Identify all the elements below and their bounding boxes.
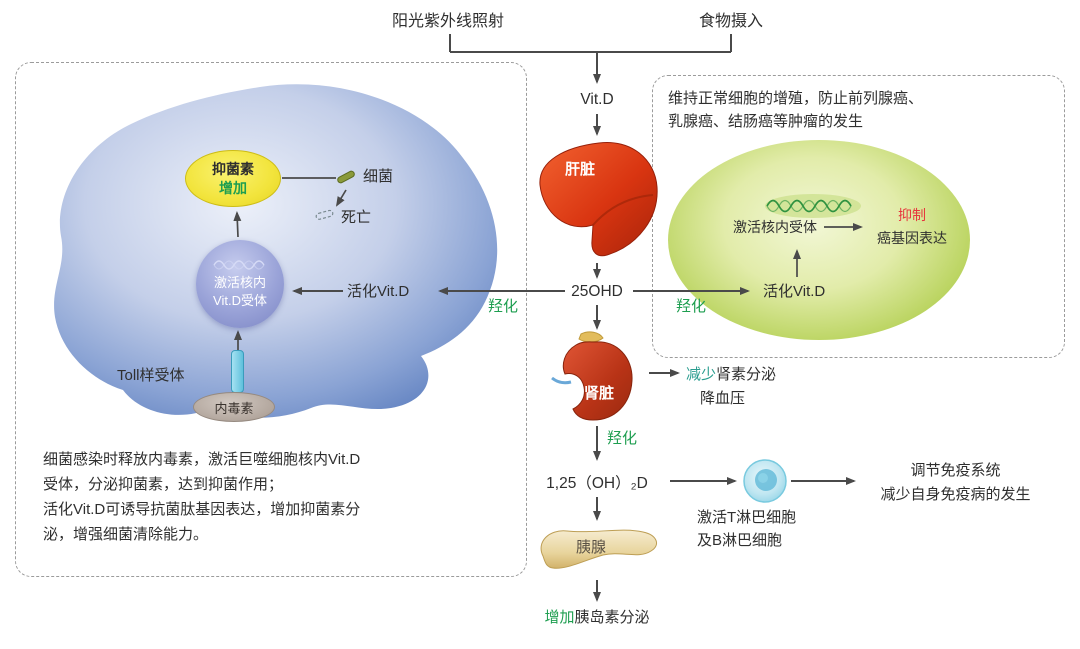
defensin-badge: 抑菌素 增加 bbox=[185, 150, 281, 207]
liver-illustration bbox=[539, 142, 658, 257]
bacteria-label: 细菌 bbox=[363, 168, 394, 185]
hydroxylation-label-right: 羟化 bbox=[676, 298, 707, 315]
tumor-cell bbox=[668, 140, 970, 340]
insulin-secretion-text: 增加胰岛素分泌 bbox=[517, 606, 677, 627]
source-merge-line bbox=[449, 34, 732, 53]
insulin-rest-word: 胰岛素分泌 bbox=[574, 609, 650, 626]
inhibit-word: 抑制 bbox=[898, 207, 926, 223]
vitd-label: Vit.D bbox=[580, 91, 614, 108]
renal-vessel-icon bbox=[551, 376, 572, 385]
renin-word: 肾素分泌 bbox=[716, 366, 777, 383]
insulin-increase-word: 增加 bbox=[544, 609, 575, 626]
toll-receptor-icon bbox=[231, 350, 244, 393]
t-cell-line: 激活T淋巴细胞 bbox=[697, 509, 797, 526]
lymphocyte-activation-text: 激活T淋巴细胞 及B淋巴细胞 bbox=[697, 506, 796, 552]
defensin-increase-word: 增加 bbox=[219, 179, 247, 196]
toll-receptor-label: Toll样受体 bbox=[117, 367, 185, 384]
receptor-line1: 激活核内 bbox=[213, 275, 266, 290]
regulate-immune-line: 调节免疫系统 bbox=[910, 462, 1001, 479]
autoimmune-line: 减少自身免疫病的发生 bbox=[880, 486, 1031, 503]
food-intake-label: 食物摄入 bbox=[699, 13, 764, 30]
kidney-label: 肾脏 bbox=[584, 385, 615, 402]
decrease-word: 减少 bbox=[686, 366, 717, 383]
activated-vitd-label-right: 活化Vit.D bbox=[763, 283, 826, 300]
nuclear-receptor-label: 激活核内受体 bbox=[733, 219, 817, 235]
b-cell-line: 及B淋巴细胞 bbox=[697, 532, 783, 549]
hydroxylation-label-kidney: 羟化 bbox=[607, 430, 638, 447]
activated-vitd-label-left: 活化Vit.D bbox=[347, 283, 410, 300]
hydroxylation-label-left: 羟化 bbox=[488, 298, 519, 315]
renin-line: 减少肾素分泌 bbox=[686, 363, 776, 387]
kidney-illustration bbox=[551, 331, 633, 421]
adrenal-gland-icon bbox=[578, 331, 604, 343]
lymphocyte-illustration bbox=[743, 459, 787, 503]
renin-effect-text: 减少肾素分泌 降血压 bbox=[686, 363, 776, 411]
receptor-line2: Vit.D受体 bbox=[213, 293, 267, 308]
macrophage-description: 细菌感染时释放内毒素，激活巨噬细胞核内Vit.D 受体，分泌抑菌素，达到抑菌作用… bbox=[43, 451, 361, 543]
oncogene-inhibition-text: 抑制 癌基因表达 bbox=[866, 204, 958, 250]
endotoxin-badge: 内毒素 bbox=[193, 392, 275, 422]
endotoxin-word: 内毒素 bbox=[214, 400, 254, 416]
immune-effect-text: 调节免疫系统 减少自身免疫病的发生 bbox=[858, 459, 1053, 507]
oncogene-word: 癌基因表达 bbox=[877, 230, 947, 246]
dna-icon bbox=[213, 260, 265, 270]
dihydroxy-label: 1,25（OH）₂D bbox=[546, 475, 648, 492]
anticancer-description: 维持正常细胞的增殖，防止前列腺癌、 乳腺癌、结肠癌等肿瘤的发生 bbox=[668, 90, 924, 130]
liver-label: 肝脏 bbox=[565, 161, 596, 178]
blood-pressure-line: 降血压 bbox=[700, 390, 746, 407]
pancreas-label: 胰腺 bbox=[576, 539, 607, 556]
immune-panel-border bbox=[15, 62, 527, 577]
ohd25-label: 25OHD bbox=[571, 283, 623, 300]
death-label: 死亡 bbox=[341, 209, 372, 226]
sunlight-label: 阳光紫外线照射 bbox=[392, 13, 505, 30]
defensin-word: 抑菌素 bbox=[212, 160, 254, 177]
vitd-receptor-circle: 激活核内 Vit.D受体 bbox=[196, 240, 284, 328]
